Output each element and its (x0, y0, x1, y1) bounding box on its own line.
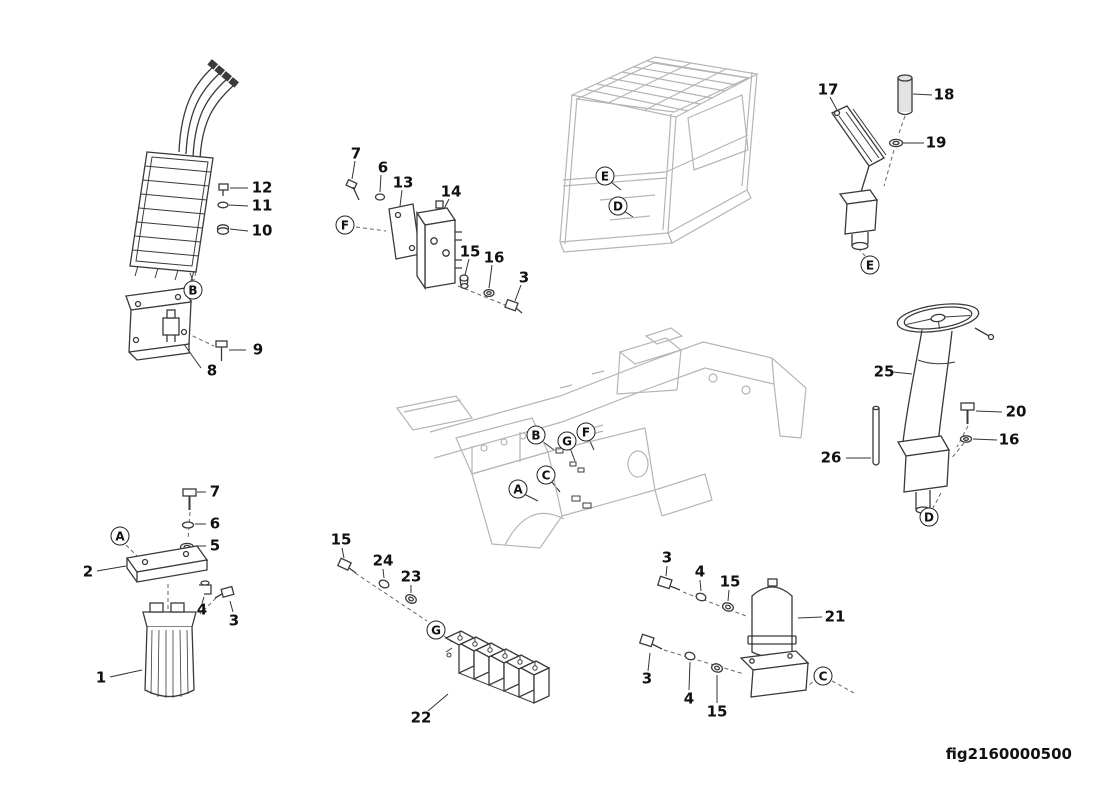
callout-15: 15 (719, 572, 741, 591)
cab-drawing (559, 56, 759, 253)
callout-6: 6 (377, 158, 389, 177)
callout-3: 3 (661, 548, 673, 567)
ref-letter-B: B (183, 280, 203, 300)
callout-2: 2 (82, 562, 94, 581)
oil-cooler-drawing (129, 59, 239, 282)
ref-letter-G: G (426, 620, 446, 640)
callout-4: 4 (196, 600, 208, 619)
callout-1: 1 (95, 668, 107, 687)
ref-letter-C: C (813, 666, 833, 686)
callout-20: 20 (1005, 402, 1027, 421)
steering-column-drawing (872, 303, 995, 514)
ref-letter-F: F (576, 422, 596, 442)
callout-18: 18 (933, 85, 955, 104)
callout-16: 16 (998, 430, 1020, 449)
ref-letter-A: A (508, 479, 528, 499)
callout-3: 3 (228, 611, 240, 630)
filter-drawing (125, 488, 235, 698)
callout-21: 21 (824, 607, 846, 626)
ref-letter-A: A (110, 526, 130, 546)
callout-19: 19 (925, 133, 947, 152)
leader-lines (96, 93, 1003, 712)
callout-7: 7 (209, 482, 221, 501)
ref-letter-E: E (595, 166, 615, 186)
ref-letter-B: B (526, 425, 546, 445)
callout-17: 17 (817, 80, 839, 99)
ref-letter-D: D (608, 196, 628, 216)
callout-24: 24 (372, 551, 394, 570)
callout-12: 12 (251, 178, 273, 197)
ref-letter-D: D (919, 507, 939, 527)
ref-letter-E: E (860, 255, 880, 275)
callout-3: 3 (518, 268, 530, 287)
callout-10: 10 (251, 221, 273, 240)
assembly-dashed-lines (125, 115, 969, 695)
callout-8: 8 (206, 361, 218, 380)
callout-13: 13 (392, 173, 414, 192)
callout-15: 15 (330, 530, 352, 549)
callout-6: 6 (209, 514, 221, 533)
callout-3: 3 (641, 669, 653, 688)
callout-15: 15 (706, 702, 728, 721)
remote-valve-drawing (345, 178, 523, 314)
callout-7: 7 (350, 144, 362, 163)
pedal-valve-drawing (831, 74, 913, 251)
callout-5: 5 (209, 536, 221, 555)
callout-4: 4 (683, 689, 695, 708)
callout-16: 16 (483, 248, 505, 267)
chassis-mounting-hardware (555, 447, 592, 509)
callout-25: 25 (873, 362, 895, 381)
callout-14: 14 (440, 182, 462, 201)
control-valve-bank-drawing (336, 557, 551, 705)
callout-4: 4 (694, 562, 706, 581)
callout-11: 11 (251, 196, 273, 215)
cooler-bracket-drawing (125, 287, 228, 361)
callout-9: 9 (252, 340, 264, 359)
callout-23: 23 (400, 567, 422, 586)
callout-15: 15 (459, 242, 481, 261)
figure-id: fig2160000500 (945, 745, 1072, 763)
callout-22: 22 (410, 708, 432, 727)
accumulator-drawing (638, 575, 810, 698)
callout-26: 26 (820, 448, 842, 467)
ref-letter-C: C (536, 465, 556, 485)
ref-letter-G: G (557, 431, 577, 451)
ref-letter-F: F (335, 215, 355, 235)
